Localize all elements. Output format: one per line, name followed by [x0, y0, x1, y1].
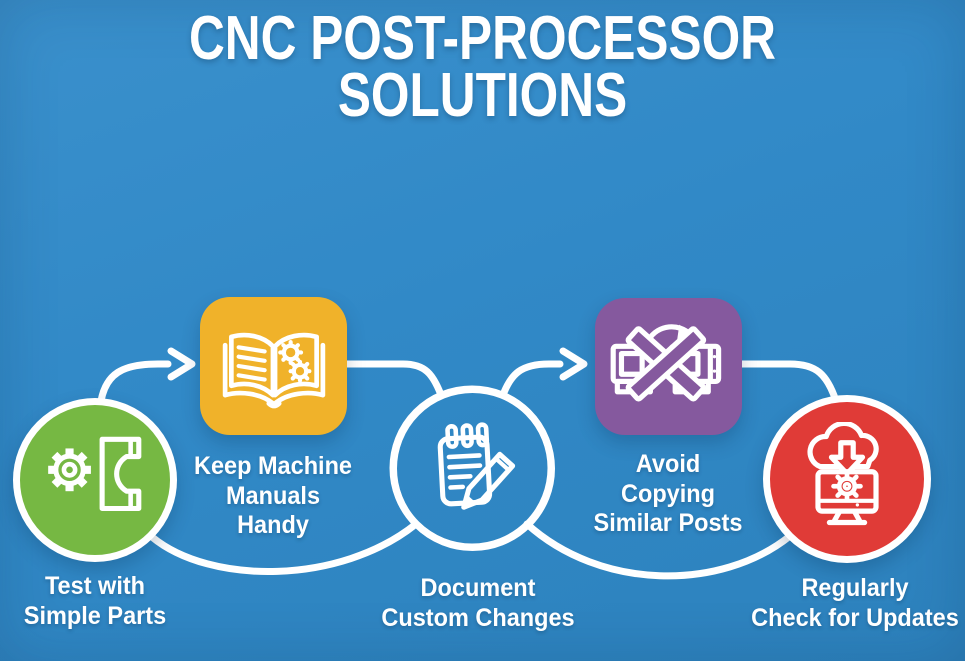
step-3-label: Document Custom Changes — [381, 574, 575, 632]
step-4-label: Avoid Copying Similar Posts — [593, 450, 743, 537]
gear-part-icon — [48, 436, 142, 512]
step-2-bubble — [200, 297, 347, 435]
connector-circle-to-purple — [499, 360, 564, 399]
arrowhead-to-purple-icon — [559, 347, 588, 381]
cloud-download-monitor-icon — [807, 422, 879, 526]
step-3-bubble — [390, 386, 555, 551]
step-2-label: Keep Machine Manuals Handy — [193, 452, 353, 539]
machine-manual-book-icon — [222, 332, 325, 409]
step-5-bubble — [763, 395, 931, 563]
step-5-label: Regularly Check for Updates — [751, 574, 959, 632]
step-4-bubble — [595, 298, 742, 435]
connector-yellow-to-circle — [343, 360, 445, 399]
connector-circle-to-red-bottom — [523, 520, 794, 580]
no-copy-icon — [610, 323, 721, 402]
connector-green-to-yellow — [97, 360, 172, 405]
connector-purple-to-red — [738, 360, 840, 405]
notepad-pencil-icon — [437, 421, 515, 510]
step-1-bubble — [13, 398, 177, 562]
step-1-label: Test with Simple Parts — [23, 572, 167, 630]
connector-green-to-circle-bottom — [148, 520, 420, 575]
arrowhead-to-yellow-icon — [167, 347, 196, 381]
page-title: CNC POST-PROCESSOR SOLUTIONS — [188, 4, 777, 131]
